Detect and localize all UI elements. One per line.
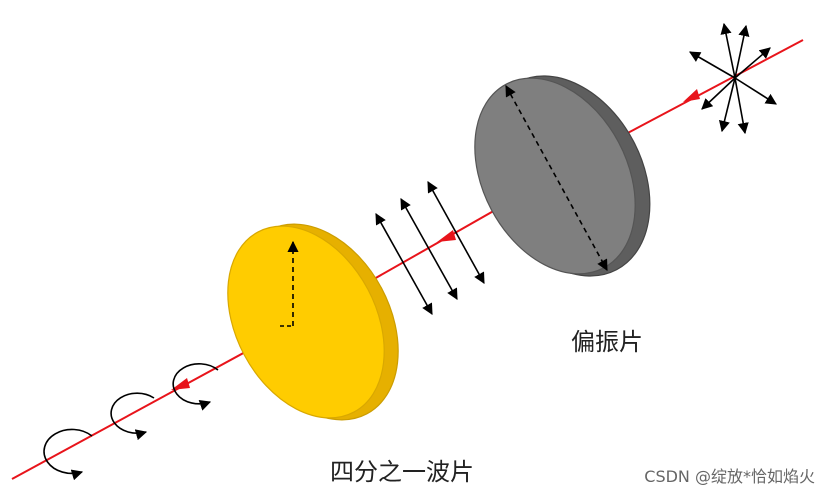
rotation-arrow-icon (110, 392, 155, 441)
linear-polarization-icon (375, 181, 485, 315)
beam-direction-arrow-2 (437, 230, 456, 242)
quarter-wave-plate-label: 四分之一波片 (330, 458, 474, 486)
circular-polarization-icons (43, 363, 219, 481)
polarizer-label: 偏振片 (571, 328, 643, 356)
watermark-text: CSDN @绽放*恰如焰火 (644, 467, 815, 486)
beam-segment-incoming (621, 39, 804, 137)
beam-direction-arrow-3 (171, 378, 190, 390)
polarizer-transmission-axis (505, 85, 608, 271)
beam-direction-arrow-1 (683, 89, 700, 102)
light-beam (11, 39, 804, 480)
unpolarized-light-icon (689, 22, 777, 135)
polarizer (474, 75, 651, 277)
rotation-arrow-icon (43, 428, 93, 481)
quarter-wave-plate (227, 223, 399, 421)
rotation-arrow-icon (172, 363, 219, 411)
